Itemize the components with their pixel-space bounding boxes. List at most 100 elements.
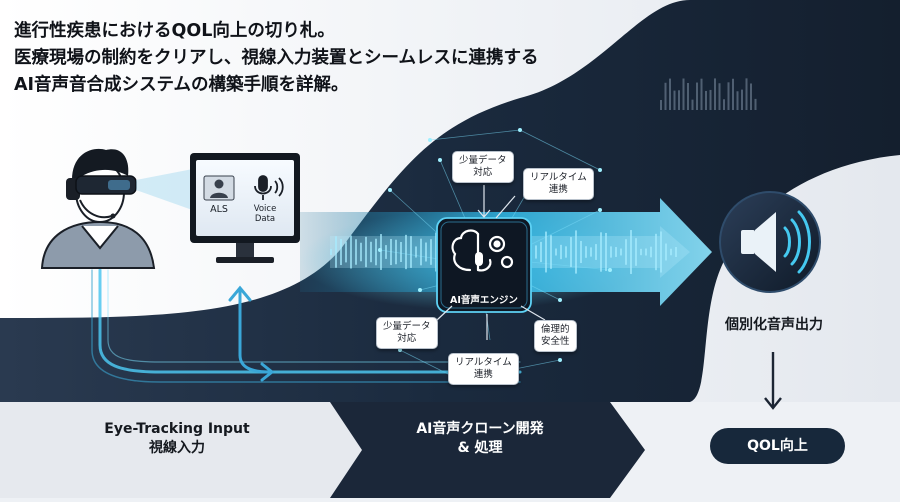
spectrum-bar bbox=[727, 82, 730, 110]
waveform-bar bbox=[595, 244, 597, 260]
node-bottom-left-line-2: 対応 bbox=[397, 333, 417, 344]
spectrum-bar bbox=[750, 83, 752, 110]
waveform-bar bbox=[415, 246, 417, 258]
flow-chevron-2 bbox=[330, 402, 645, 498]
spectrum-bar bbox=[691, 99, 694, 110]
waveform-bar bbox=[660, 231, 662, 273]
waveform-bar bbox=[360, 242, 362, 262]
waveform-bar bbox=[345, 241, 347, 263]
waveform-bar bbox=[600, 232, 602, 272]
waveform-bar bbox=[385, 245, 387, 259]
spectrum-bar bbox=[678, 90, 680, 110]
waveform-bar bbox=[620, 248, 622, 256]
spectrum-bar bbox=[700, 78, 703, 110]
input-arrow-up bbox=[228, 285, 252, 357]
waveform-bar bbox=[615, 247, 617, 257]
node-bottom-center: リアルタイム 連携 bbox=[448, 353, 519, 385]
engine-label: AI音声エンジン bbox=[450, 295, 518, 306]
user-headset-icon bbox=[40, 148, 156, 269]
spectrum-bar bbox=[673, 90, 676, 110]
node-connectors bbox=[436, 185, 546, 340]
step-2-line-2: & 処理 bbox=[457, 440, 503, 456]
waveform-bar bbox=[535, 245, 537, 259]
spectrum-bar bbox=[709, 89, 712, 110]
spectrum-bar bbox=[736, 91, 739, 110]
waveform-bar bbox=[640, 248, 642, 256]
spectrum-bar bbox=[687, 82, 689, 110]
flow-chevron-1 bbox=[0, 402, 362, 498]
waveform-bar bbox=[605, 232, 607, 272]
spectrum-bar bbox=[741, 89, 743, 110]
waveform-bar bbox=[335, 236, 337, 268]
spectrum-bar bbox=[696, 82, 698, 110]
waveform-bar bbox=[585, 246, 587, 258]
spectrum-bar bbox=[745, 78, 748, 110]
input-arrow-right bbox=[238, 353, 275, 382]
waveform-bar bbox=[580, 240, 582, 264]
waveform-bar bbox=[610, 246, 612, 258]
ai-engine-box bbox=[436, 217, 532, 313]
step-2-label: AI音声クローン開発 & 処理 bbox=[390, 420, 570, 458]
input-flow-lines bbox=[91, 268, 522, 383]
waveform-bar bbox=[560, 244, 562, 260]
headline: 進行性疾患におけるQOL向上の切り札。 医療現場の制約をクリアし、視線入力装置と… bbox=[14, 18, 574, 99]
waveform-bar bbox=[630, 230, 632, 274]
waveform-bar bbox=[570, 237, 572, 267]
waveform-bar bbox=[340, 238, 342, 266]
voice-label-line-2: Data bbox=[254, 214, 276, 224]
waveform-bar bbox=[330, 249, 332, 255]
voice-label-line-1: Voice bbox=[253, 204, 277, 214]
waveform-bar bbox=[575, 230, 577, 274]
spectrum-bar bbox=[705, 90, 707, 110]
waveform-bar bbox=[380, 234, 382, 270]
waveform-bar bbox=[545, 231, 547, 273]
step-2-line-1: AI音声クローン開発 bbox=[416, 421, 544, 437]
spectrum-bar bbox=[660, 100, 662, 110]
headline-line-1: 進行性疾患におけるQOL向上の切り札。 bbox=[14, 21, 335, 41]
node-bottom-left: 少量データ 対応 bbox=[376, 317, 438, 349]
node-bottom-right-line-1: 倫理的 bbox=[541, 324, 570, 335]
waveform-bar bbox=[540, 241, 542, 263]
profile-icon bbox=[203, 175, 235, 201]
step-1-line-2: 視線入力 bbox=[149, 440, 205, 456]
spectrum-bar bbox=[718, 83, 721, 110]
node-top-right-line-2: 連携 bbox=[548, 184, 568, 195]
brain-gear-icon bbox=[451, 229, 514, 272]
waveform-bar bbox=[400, 241, 402, 263]
waveform-bar bbox=[425, 242, 427, 262]
node-bottom-center-line-1: リアルタイム bbox=[455, 357, 512, 368]
waveform-bar bbox=[390, 238, 392, 266]
waveform-bar bbox=[565, 246, 567, 258]
waveform-bar bbox=[645, 248, 647, 256]
node-top-right: リアルタイム 連携 bbox=[523, 168, 594, 200]
waveform-bar bbox=[435, 232, 437, 272]
waveform-bar bbox=[655, 233, 657, 271]
spectrum-bar bbox=[723, 99, 725, 110]
node-top-left: 少量データ 対応 bbox=[452, 151, 514, 183]
waveform-bar bbox=[420, 238, 422, 266]
waveform-bar bbox=[395, 239, 397, 265]
node-top-left-line-2: 対応 bbox=[473, 167, 493, 178]
spectrum-bars bbox=[660, 78, 757, 110]
headline-line-2: 医療現場の制約をクリアし、視線入力装置とシームレスに連携する bbox=[14, 48, 539, 68]
speaker-icon bbox=[719, 191, 821, 293]
waveform-bar bbox=[365, 236, 367, 268]
node-top-right-line-1: リアルタイム bbox=[530, 172, 587, 183]
waveform-bar bbox=[670, 248, 672, 256]
waveform-bar bbox=[675, 246, 677, 258]
waveform-bar bbox=[405, 234, 407, 270]
spectrum-bar bbox=[682, 78, 685, 110]
voice-label: Voice Data bbox=[248, 204, 282, 224]
qol-result-pill: QOL向上 bbox=[710, 428, 845, 464]
waveform-bar bbox=[590, 247, 592, 257]
step-1-label: Eye-Tracking Input 視線入力 bbox=[92, 420, 262, 458]
spectrum-bar bbox=[714, 78, 716, 110]
spectrum-bar bbox=[669, 78, 671, 110]
gaze-beam bbox=[136, 168, 198, 212]
output-label: 個別化音声出力 bbox=[725, 317, 823, 333]
step-1-line-1: Eye-Tracking Input bbox=[104, 421, 250, 437]
spectrum-bar bbox=[732, 78, 734, 110]
waveform-bar bbox=[375, 238, 377, 266]
microphone-icon bbox=[254, 175, 284, 200]
